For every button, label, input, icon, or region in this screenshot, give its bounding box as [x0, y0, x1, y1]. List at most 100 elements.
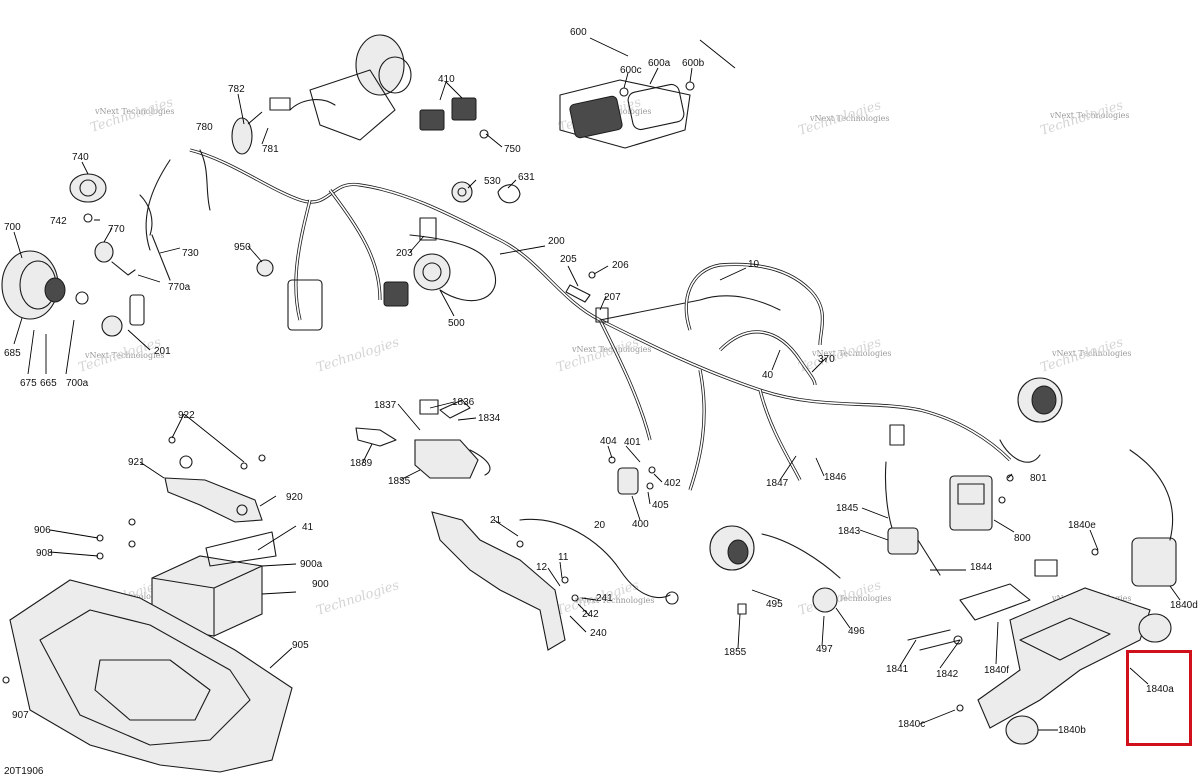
part-495-lamp	[709, 525, 841, 615]
part-400-sensor	[608, 456, 656, 495]
callout-labels: 600 600c 600a 600b 410 750 782 780 781 7…	[4, 27, 1198, 736]
callout-740: 740	[72, 152, 89, 163]
part-1835-switch	[355, 399, 491, 479]
callout-530: 530	[484, 176, 501, 187]
callout-1837: 1837	[374, 400, 397, 411]
callout-401: 401	[624, 437, 641, 448]
callout-700a: 700a	[66, 378, 89, 389]
leader-lines	[13, 37, 1181, 731]
callout-631: 631	[518, 172, 535, 183]
callout-600a: 600a	[648, 58, 671, 69]
callout-685: 685	[4, 348, 21, 359]
watermark: vNext Technologies	[574, 596, 654, 605]
callout-1840b: 1840b	[1058, 725, 1086, 736]
watermark-layer: vNext Technologies vNext Technologies vN…	[77, 95, 1132, 619]
watermark: vNext Technologies	[84, 351, 164, 360]
callout-241: 241	[596, 593, 613, 604]
part-600-module	[559, 79, 695, 149]
watermark-large: Technologies	[315, 335, 402, 376]
part-410-relays	[419, 97, 489, 139]
callout-370: 370	[818, 354, 835, 365]
callout-780: 780	[196, 122, 213, 133]
callout-1840a: 1840a	[1146, 684, 1174, 695]
part-780-headlight-assembly	[231, 34, 412, 155]
callout-665: 665	[40, 378, 57, 389]
callout-906: 906	[34, 525, 51, 536]
callout-20: 20	[594, 520, 606, 531]
watermark: vNext Technologies	[809, 114, 889, 123]
part-740-lamp	[69, 173, 171, 281]
callout-950: 950	[234, 242, 251, 253]
callout-200: 200	[548, 236, 565, 247]
callout-770a: 770a	[168, 282, 191, 293]
callout-1840f: 1840f	[984, 665, 1009, 676]
callout-404: 404	[600, 436, 617, 447]
callout-1834: 1834	[478, 413, 501, 424]
callout-675: 675	[20, 378, 37, 389]
callout-1846: 1846	[824, 472, 847, 483]
callout-240: 240	[590, 628, 607, 639]
highlight-box-1840a	[1126, 650, 1192, 746]
part-800-module	[949, 474, 1014, 531]
callout-495: 495	[766, 599, 783, 610]
callout-900a: 900a	[300, 559, 323, 570]
callout-21: 21	[490, 515, 502, 526]
watermark: vNext Technologies	[1051, 349, 1131, 358]
callout-242: 242	[582, 609, 599, 620]
diagram-code: 20T1906	[4, 766, 44, 777]
callout-497: 497	[816, 644, 833, 655]
part-205-connectors	[565, 271, 609, 323]
callout-1842: 1842	[936, 669, 959, 680]
callout-203: 203	[396, 248, 413, 259]
callout-41: 41	[302, 522, 314, 533]
callout-402: 402	[664, 478, 681, 489]
watermark: vNext Technologies	[811, 349, 891, 358]
callout-1841: 1841	[886, 664, 909, 675]
callout-1855: 1855	[724, 647, 747, 658]
callout-908: 908	[36, 548, 53, 559]
callout-1840d: 1840d	[1170, 600, 1198, 611]
callout-600: 600	[570, 27, 587, 38]
part-700-headlight	[1, 250, 145, 337]
part-240-frame	[431, 511, 679, 651]
watermark: vNext Technologies	[94, 107, 174, 116]
watermark: vNext Technologies	[811, 594, 891, 603]
harness-10	[684, 262, 825, 386]
callout-922: 922	[178, 410, 195, 421]
callout-500: 500	[448, 318, 465, 329]
callout-770: 770	[108, 224, 125, 235]
callout-920: 920	[286, 492, 303, 503]
callout-600c: 600c	[620, 65, 642, 76]
callout-1835: 1835	[388, 476, 411, 487]
callout-800: 800	[1014, 533, 1031, 544]
callout-781: 781	[262, 144, 279, 155]
watermark: vNext Technologies	[571, 345, 651, 354]
callout-750: 750	[504, 144, 521, 155]
part-905-tray	[2, 579, 293, 773]
callout-921: 921	[128, 457, 145, 468]
callout-11: 11	[558, 552, 569, 563]
part-500-buzzer	[256, 217, 451, 331]
callout-782: 782	[228, 84, 245, 95]
callout-201: 201	[154, 346, 171, 357]
callout-205: 205	[560, 254, 577, 265]
callout-12: 12	[536, 562, 548, 573]
callout-40: 40	[762, 370, 774, 381]
callout-1845: 1845	[836, 503, 859, 514]
callout-730: 730	[182, 248, 199, 259]
callout-1839: 1839	[350, 458, 373, 469]
callout-1840e: 1840e	[1068, 520, 1096, 531]
callout-900: 900	[312, 579, 329, 590]
part-1840-license-bracket	[907, 449, 1177, 745]
callout-1840c: 1840c	[898, 719, 925, 730]
callout-206: 206	[612, 260, 629, 271]
watermark-large: Technologies	[555, 335, 642, 376]
callout-1847: 1847	[766, 478, 789, 489]
callout-1843: 1843	[838, 526, 861, 537]
callout-496: 496	[848, 626, 865, 637]
callout-600b: 600b	[682, 58, 705, 69]
main-harness-200	[145, 148, 1012, 491]
part-headlight-right	[999, 377, 1063, 463]
